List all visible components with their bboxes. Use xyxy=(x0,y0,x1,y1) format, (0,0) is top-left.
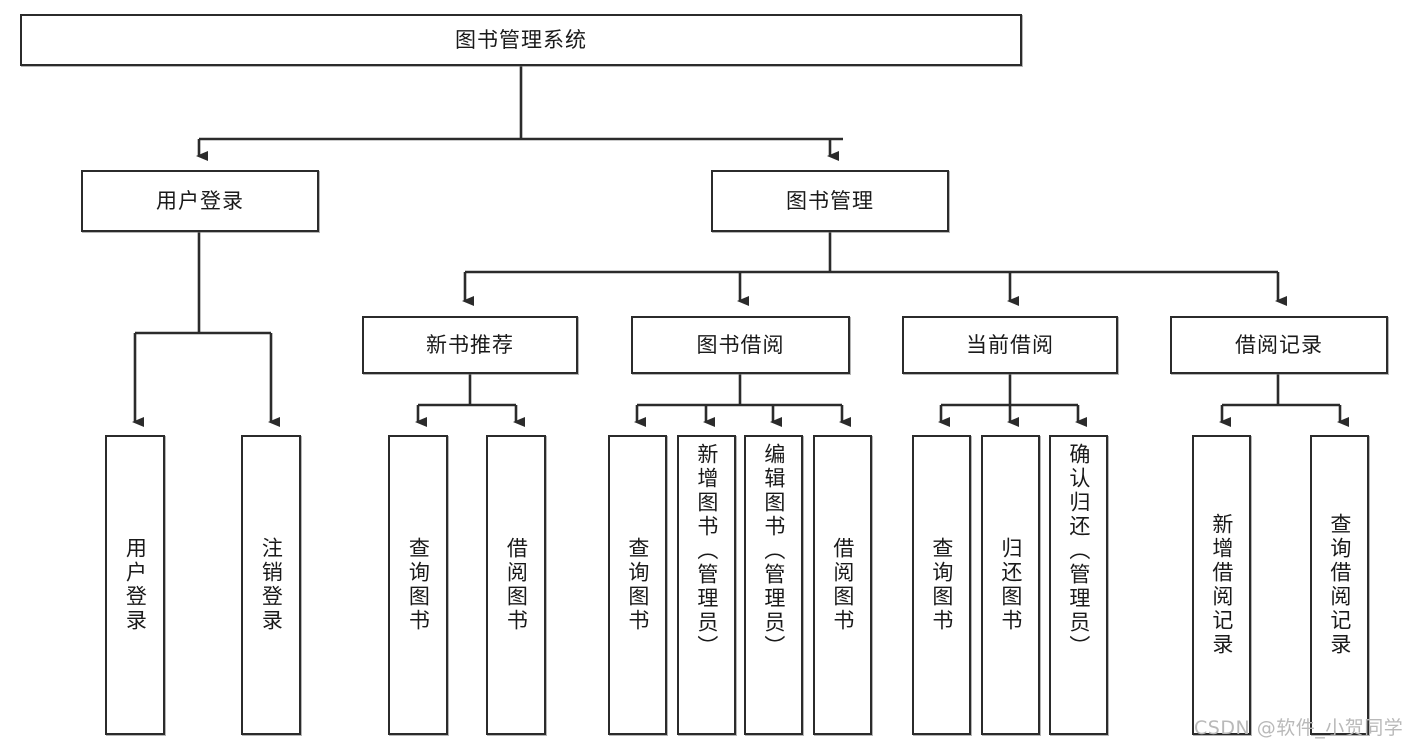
leaf-borrow-book-2[interactable]: 借阅图书 xyxy=(813,435,872,735)
leaf-add-book[interactable]: 新增图书（管理员） xyxy=(677,435,736,735)
leaf-add-record-label: 新增借阅记录 xyxy=(1209,513,1234,657)
leaf-borrow-book-1-label: 借阅图书 xyxy=(504,537,529,633)
leaf-return-book-label: 归还图书 xyxy=(998,537,1023,633)
leaf-user-logout-label: 注销登录 xyxy=(259,537,284,633)
node-new-book-recommend-label: 新书推荐 xyxy=(426,332,514,357)
leaf-edit-book-label: 编辑图书（管理员） xyxy=(761,443,786,659)
node-root-label: 图书管理系统 xyxy=(455,27,587,52)
node-root[interactable]: 图书管理系统 xyxy=(20,14,1022,66)
node-user-login-label: 用户登录 xyxy=(156,188,244,213)
csdn-watermark: CSDN @软件_小贺同学 xyxy=(1194,717,1404,739)
node-book-borrow[interactable]: 图书借阅 xyxy=(631,316,850,374)
leaf-user-login-label: 用户登录 xyxy=(123,537,148,633)
leaf-query-record-label: 查询借阅记录 xyxy=(1327,513,1352,657)
leaf-user-logout[interactable]: 注销登录 xyxy=(241,435,301,735)
leaf-borrow-book-1[interactable]: 借阅图书 xyxy=(486,435,546,735)
node-current-borrow[interactable]: 当前借阅 xyxy=(902,316,1118,374)
leaf-return-book[interactable]: 归还图书 xyxy=(981,435,1040,735)
leaf-user-login[interactable]: 用户登录 xyxy=(105,435,165,735)
leaf-add-record[interactable]: 新增借阅记录 xyxy=(1192,435,1251,735)
leaf-add-book-label: 新增图书（管理员） xyxy=(694,443,719,659)
leaf-query-book-3[interactable]: 查询图书 xyxy=(912,435,971,735)
leaf-confirm-return-label: 确认归还（管理员） xyxy=(1066,443,1091,659)
leaf-query-record[interactable]: 查询借阅记录 xyxy=(1310,435,1369,735)
leaf-borrow-book-2-label: 借阅图书 xyxy=(830,537,855,633)
node-new-book-recommend[interactable]: 新书推荐 xyxy=(362,316,578,374)
leaf-confirm-return[interactable]: 确认归还（管理员） xyxy=(1049,435,1108,735)
leaf-query-book-1[interactable]: 查询图书 xyxy=(388,435,448,735)
node-user-login[interactable]: 用户登录 xyxy=(81,170,319,232)
leaf-query-book-2-label: 查询图书 xyxy=(625,537,650,633)
node-book-manage[interactable]: 图书管理 xyxy=(711,170,949,232)
leaf-query-book-3-label: 查询图书 xyxy=(929,537,954,633)
node-book-manage-label: 图书管理 xyxy=(786,188,874,213)
leaf-query-book-1-label: 查询图书 xyxy=(406,537,431,633)
node-current-borrow-label: 当前借阅 xyxy=(966,332,1054,357)
leaf-query-book-2[interactable]: 查询图书 xyxy=(608,435,667,735)
node-borrow-record-label: 借阅记录 xyxy=(1235,332,1323,357)
leaf-edit-book[interactable]: 编辑图书（管理员） xyxy=(744,435,803,735)
node-book-borrow-label: 图书借阅 xyxy=(696,332,785,357)
node-borrow-record[interactable]: 借阅记录 xyxy=(1170,316,1388,374)
